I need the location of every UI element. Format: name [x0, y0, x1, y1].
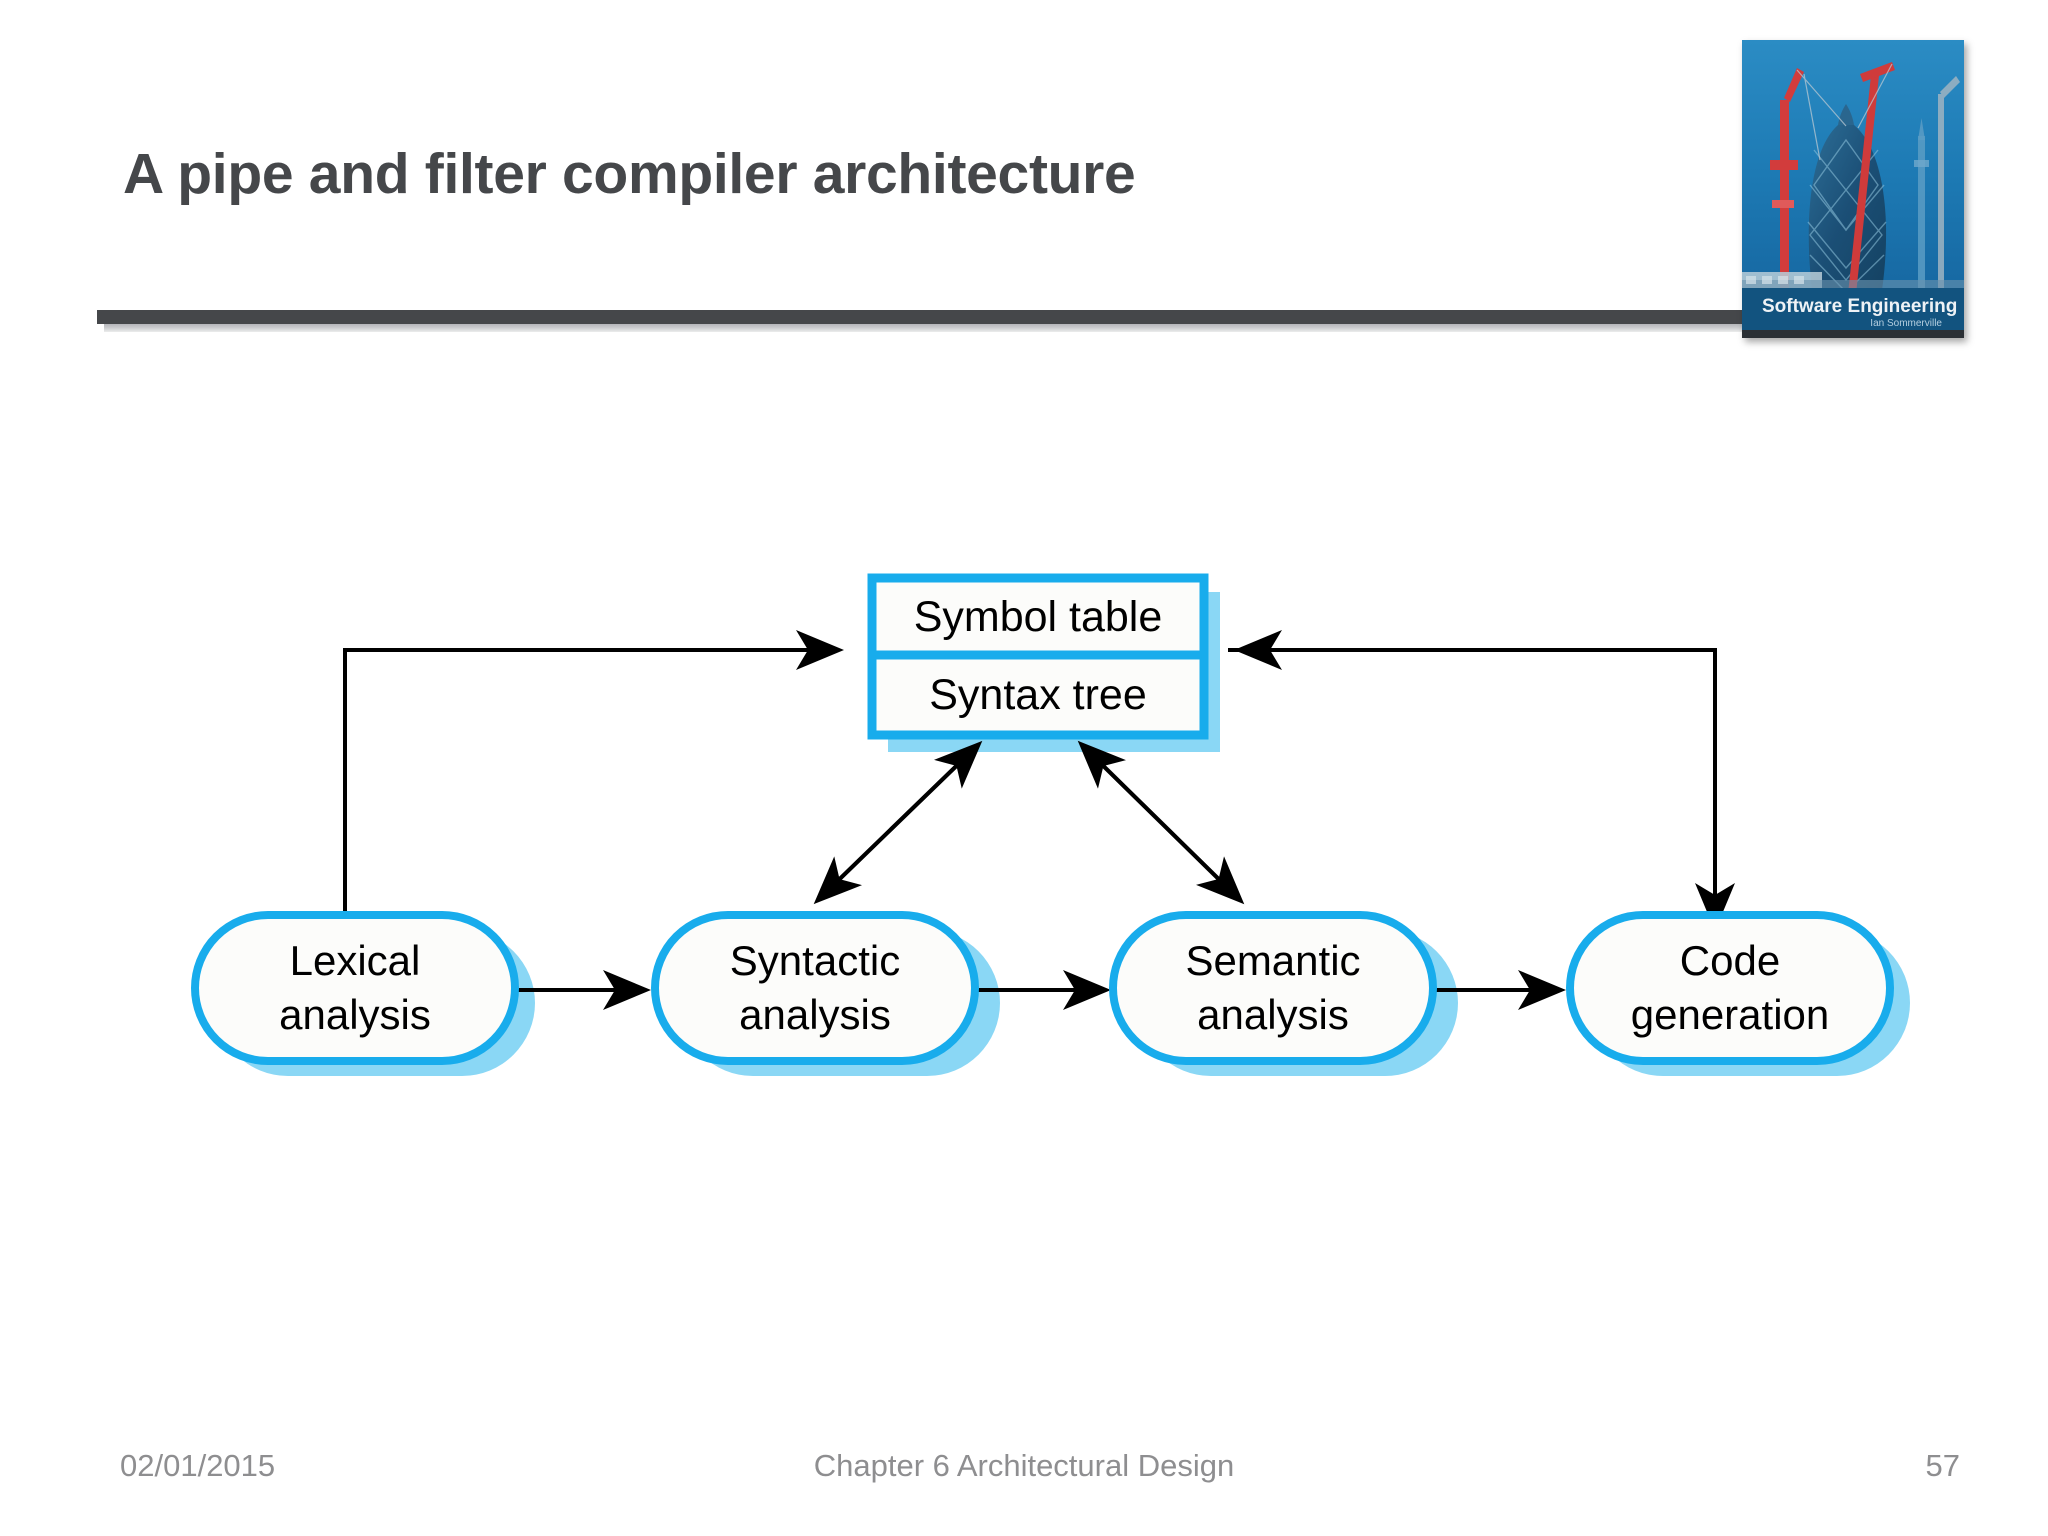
- title-divider-rule: [97, 310, 1955, 324]
- svg-text:Software Engineering: Software Engineering: [1762, 296, 1957, 317]
- book-cover-image: Software Engineering Ian Sommerville: [1742, 40, 1964, 338]
- title-rule-shadow: [104, 322, 1962, 332]
- footer-date: 02/01/2015: [120, 1448, 276, 1483]
- footer-page-number: 57: [1925, 1448, 1960, 1483]
- svg-text:Ian Sommerville: Ian Sommerville: [1870, 318, 1942, 329]
- data-store-stack: [867, 573, 1209, 740]
- page-title: A pipe and filter compiler architecture: [123, 142, 1136, 206]
- footer-chapter-label: Chapter 6 Architectural Design: [813, 1448, 1235, 1483]
